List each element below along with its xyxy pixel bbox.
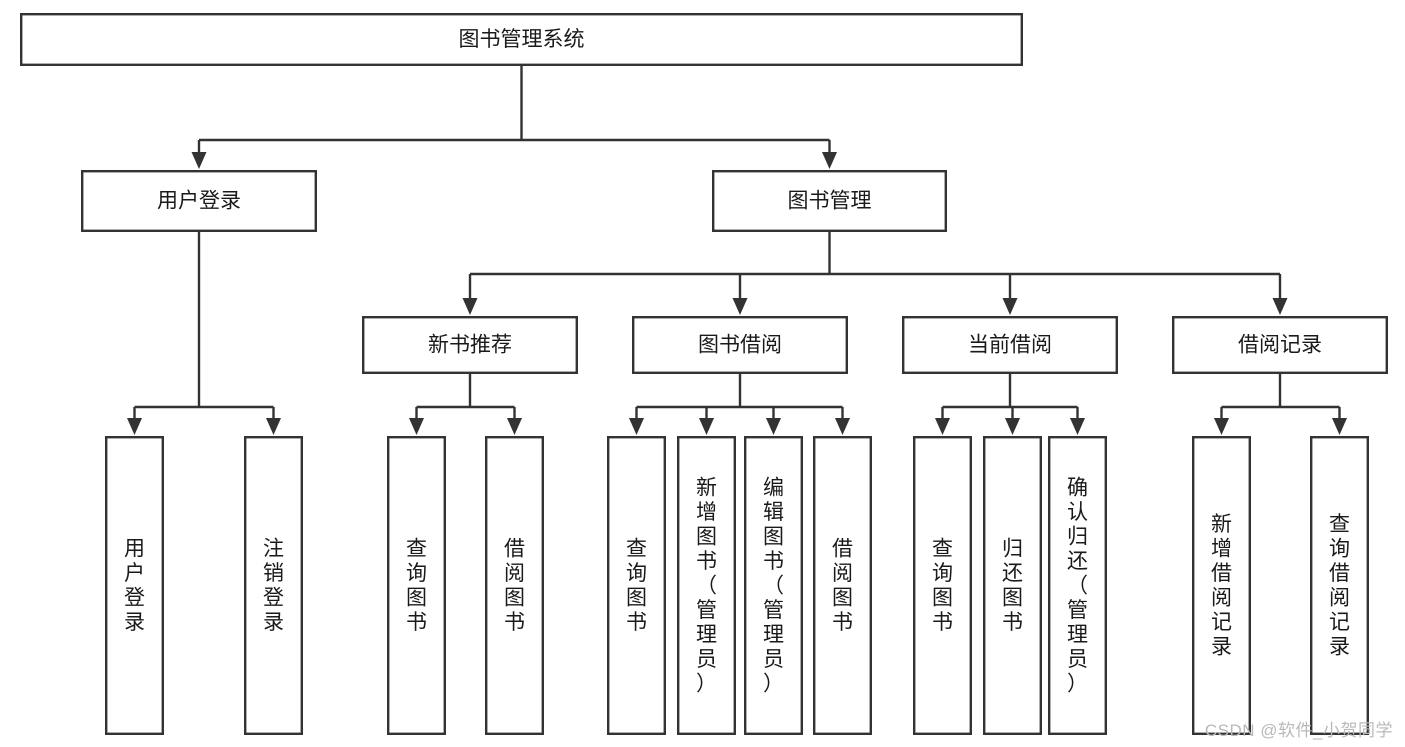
arrow-head-icon <box>409 418 424 435</box>
node-label: 新书推荐 <box>428 334 512 357</box>
arrow-head-icon <box>1272 298 1288 315</box>
node-level3-book-borrow[interactable]: 图书借阅 <box>632 316 849 375</box>
arrow-head-icon <box>732 298 748 315</box>
node-label: 图书借阅 <box>698 334 782 357</box>
arrow-head-icon <box>1214 418 1229 435</box>
arrow-head-icon <box>766 418 781 435</box>
node-leaf-leaf-rec-borrow-book[interactable]: 借阅图书 <box>485 436 545 736</box>
node-leaf-leaf-cb-return-book[interactable]: 归还图书 <box>983 436 1043 736</box>
arrow-head-icon <box>462 298 478 315</box>
arrow-head-icon <box>1002 298 1018 315</box>
node-leaf-leaf-bb-edit-book[interactable]: 编辑图书（管理员） <box>744 436 804 736</box>
arrow-head-icon <box>822 152 837 169</box>
node-leaf-leaf-cb-confirm-return[interactable]: 确认归还（管理员） <box>1047 436 1107 736</box>
csdn-watermark: CSDN @软件_小贺同学 <box>1204 721 1393 740</box>
arrow-head-icon <box>191 152 207 169</box>
node-label: 用户登录 <box>124 538 145 635</box>
node-level3-borrow-record[interactable]: 借阅记录 <box>1171 316 1388 375</box>
node-root[interactable]: 图书管理系统 <box>20 12 1023 66</box>
node-level2-book-manage[interactable]: 图书管理 <box>712 169 948 232</box>
node-label: 编辑图书（管理员） <box>763 476 784 695</box>
node-label: 新增借阅记录 <box>1211 513 1232 659</box>
node-label: 图书管理系统 <box>459 28 585 51</box>
node-label: 查询图书 <box>406 538 427 635</box>
connector-root-to-level2 <box>191 66 837 169</box>
node-label: 用户登录 <box>157 190 241 213</box>
node-label: 新增图书（管理员） <box>696 476 717 695</box>
arrow-head-icon <box>629 418 644 435</box>
arrow-head-icon <box>699 418 714 435</box>
node-label: 图书管理 <box>788 190 872 213</box>
node-leaf-leaf-br-add-record[interactable]: 新增借阅记录 <box>1191 436 1251 736</box>
connector-record-to-leaves <box>1214 374 1347 435</box>
connector-layer <box>127 66 1347 435</box>
connector-recommend-to-leaves <box>409 374 522 435</box>
arrow-head-icon <box>835 418 850 435</box>
node-label: 借阅记录 <box>1238 334 1322 357</box>
node-leaf-leaf-bb-borrow-book[interactable]: 借阅图书 <box>813 436 873 736</box>
node-leaf-leaf-cb-query-book[interactable]: 查询图书 <box>913 436 973 736</box>
node-leaf-leaf-bb-add-book[interactable]: 新增图书（管理员） <box>677 436 737 736</box>
node-label: 确认归还（管理员） <box>1067 476 1088 695</box>
node-label: 查询图书 <box>932 538 953 635</box>
arrow-head-icon <box>1070 418 1085 435</box>
node-label: 查询借阅记录 <box>1329 513 1350 659</box>
arrow-head-icon <box>507 418 522 435</box>
arrow-head-icon <box>127 418 142 435</box>
node-layer: 图书管理系统用户登录图书管理新书推荐图书借阅当前借阅借阅记录用户登录注销登录查询… <box>20 12 1388 736</box>
connector-current-to-leaves <box>935 374 1085 435</box>
connector-book-manage-to-level3 <box>462 232 1288 315</box>
node-label: 注销登录 <box>263 538 284 635</box>
node-label: 查询图书 <box>626 538 647 635</box>
node-label: 借阅图书 <box>504 538 525 635</box>
node-label: 当前借阅 <box>968 334 1052 357</box>
node-leaf-leaf-bb-query-book[interactable]: 查询图书 <box>607 436 667 736</box>
node-leaf-leaf-br-query-record[interactable]: 查询借阅记录 <box>1309 436 1369 736</box>
node-label: 归还图书 <box>1002 538 1023 635</box>
arrow-head-icon <box>1005 418 1020 435</box>
node-leaf-leaf-rec-query-book[interactable]: 查询图书 <box>387 436 447 736</box>
node-level3-current-borrow[interactable]: 当前借阅 <box>902 316 1119 375</box>
node-leaf-leaf-user-logout[interactable]: 注销登录 <box>243 436 303 736</box>
arrow-head-icon <box>1332 418 1347 435</box>
node-leaf-leaf-user-login[interactable]: 用户登录 <box>104 436 164 736</box>
node-level3-new-book-recommend[interactable]: 新书推荐 <box>362 316 579 375</box>
connector-borrow-to-leaves <box>629 374 850 435</box>
arrow-head-icon <box>266 418 281 435</box>
connector-user-login-to-leaves <box>127 232 281 435</box>
node-label: 借阅图书 <box>832 538 853 635</box>
node-level2-user-login[interactable]: 用户登录 <box>80 169 318 232</box>
arrow-head-icon <box>935 418 950 435</box>
